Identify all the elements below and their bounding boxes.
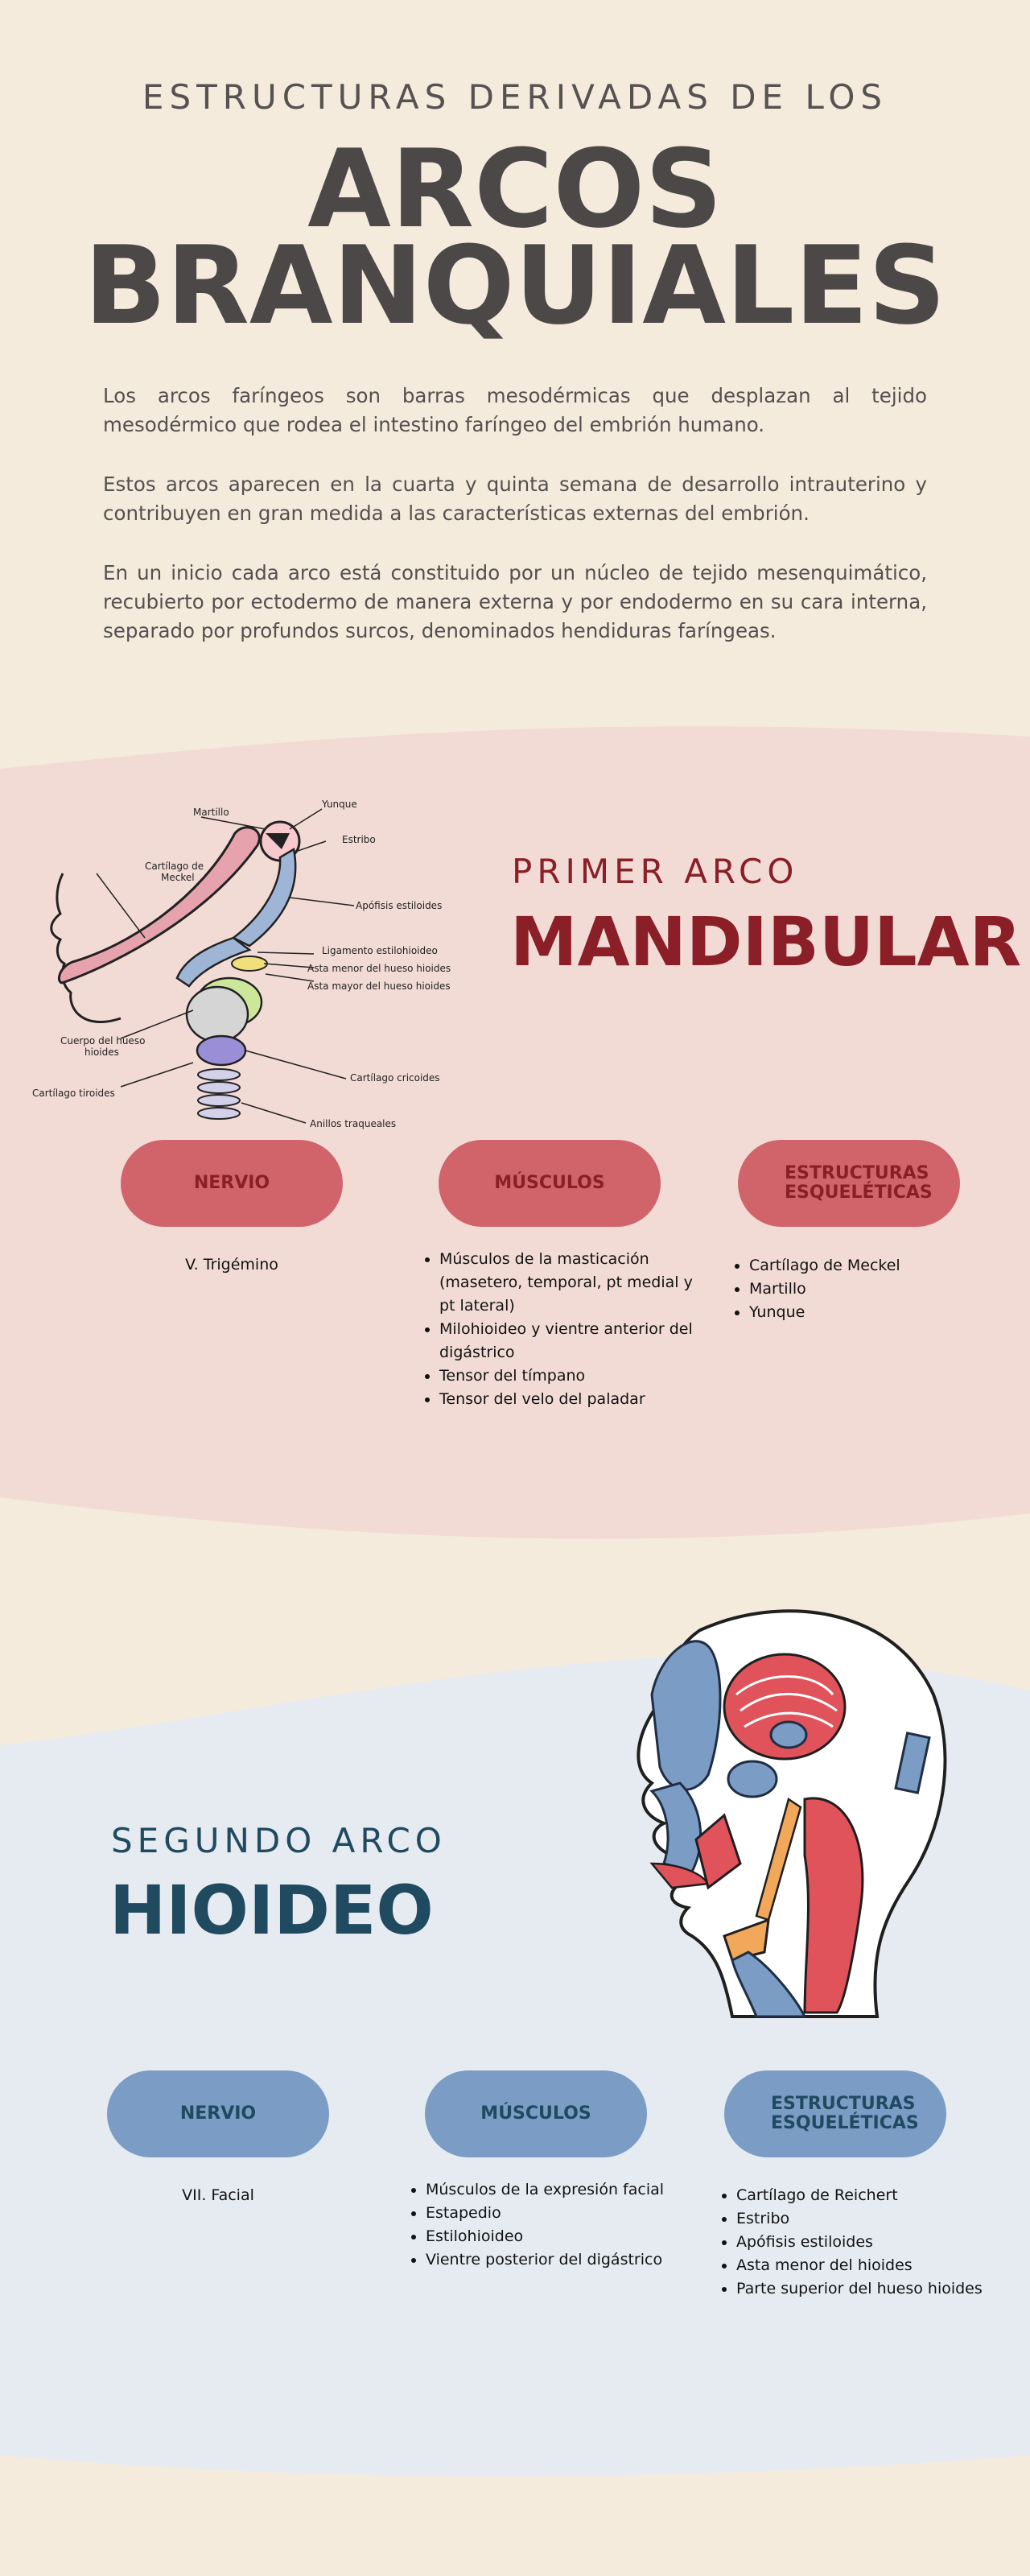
arch2-musculos-list: Músculos de la expresión facial Estapedi… (406, 2178, 715, 2272)
label-cuerpo-2: hioides (84, 1046, 119, 1058)
list-item: Estapedio (426, 2202, 715, 2225)
arch2-title: HIOIDEO (109, 1871, 434, 1950)
label-cricoides: Cartílago cricoides (350, 1072, 440, 1084)
list-item: Apófisis estiloides (736, 2231, 1010, 2254)
label-ligamento: Ligamento estilohioideo (322, 945, 438, 956)
arch1-estructuras-pill: ESTRUCTURAS ESQUELÉTICAS (738, 1140, 960, 1227)
arch1-label: PRIMER ARCO (512, 852, 799, 891)
intro-paragraph-2: Estos arcos aparecen en la cuarta y quin… (103, 473, 927, 525)
label-asta-menor: Asta menor del hueso hioides (307, 963, 451, 974)
arch2-nervio-pill: NERVIO (107, 2070, 329, 2157)
arch2-estructuras-pill-label: ESTRUCTURAS ESQUELÉTICAS (771, 2094, 919, 2133)
list-item: Milohioideo y vientre anterior del digás… (439, 1318, 705, 1364)
arch1-nervio-value: V. Trigémino (185, 1256, 278, 1274)
label-estribo: Estribo (342, 834, 376, 845)
header-kicker: ESTRUCTURAS DERIVADAS DE LOS (142, 77, 888, 117)
list-item: Parte superior del hueso hioides (736, 2277, 1010, 2301)
label-asta-mayor: Asta mayor del hueso hioides (307, 980, 451, 992)
list-item: Estribo (736, 2207, 1010, 2231)
arch2-musculos-pill: MÚSCULOS (425, 2070, 647, 2157)
label-meckel-2: Meckel (161, 872, 195, 883)
eye-blue (727, 1760, 778, 1798)
list-item: Tensor del tímpano (439, 1364, 705, 1388)
muscle-stripes (735, 1675, 838, 1728)
label-cuerpo-1: Cuerpo del hueso (60, 1035, 145, 1046)
thyroid-grey (185, 985, 249, 1043)
label-martillo: Martillo (193, 807, 229, 818)
ear-blue (769, 1720, 808, 1749)
title-line-1: ARCOS (307, 126, 723, 252)
intro-paragraph-1: Los arcos faríngeos son barras mesodérmi… (103, 384, 927, 436)
arch1-nervio-pill-label: NERVIO (193, 1173, 270, 1193)
hyoid-orange (723, 1918, 770, 1962)
arch1-title: MANDIBULAR (510, 902, 1022, 981)
mandibular-arch-diagram: Martillo Yunque Estribo Cartílago de Mec… (32, 799, 451, 1129)
list-item: Vientre posterior del digástrico (426, 2248, 715, 2272)
list-item: Cartílago de Meckel (749, 1254, 991, 1278)
sternocleido-red (803, 1797, 864, 2014)
incus (266, 833, 290, 849)
arch2-estructuras-pill: ESTRUCTURAS ESQUELÉTICAS (724, 2070, 946, 2157)
arch1-musculos-list: Músculos de la masticación (masetero, te… (420, 1248, 705, 1411)
leader-lines (96, 808, 355, 1124)
arch2-label: SEGUNDO ARCO (111, 1821, 447, 1860)
neck-blue (731, 1951, 807, 2018)
label-meckel-1: Cartílago de (145, 861, 204, 872)
arch1-nervio-pill: NERVIO (121, 1140, 343, 1227)
digastric-red (694, 1813, 742, 1890)
tracheal-rings (197, 1068, 241, 1120)
hyoid-yellow (231, 956, 268, 972)
label-anillos: Anillos traqueales (310, 1118, 396, 1129)
hyoid-blue (175, 936, 252, 988)
arch2-estructuras-list: Cartílago de Reichert Estribo Apófisis e… (717, 2184, 1010, 2301)
spine-blue (894, 1732, 931, 1794)
face-profile (50, 873, 122, 1023)
arch2-musculos-pill-label: MÚSCULOS (480, 2103, 591, 2124)
label-yunque: Yunque (321, 799, 357, 810)
label-tiroides: Cartílago tiroides (32, 1088, 115, 1099)
arch1-estructuras-list: Cartílago de Meckel Martillo Yunque (730, 1254, 991, 1324)
temporal-muscle (650, 1640, 722, 1791)
styloid-process (231, 848, 297, 947)
list-item: Cartílago de Reichert (736, 2184, 1010, 2207)
label-apofisis: Apófisis estiloides (356, 900, 442, 911)
list-item: Yunque (749, 1301, 991, 1324)
hyoid-arch-illustration (637, 1609, 947, 2018)
list-item: Asta menor del hioides (736, 2254, 1010, 2277)
list-item: Martillo (749, 1278, 991, 1301)
title-line-2: BRANQUIALES (84, 223, 946, 349)
intro-paragraph-3: En un inicio cada arco está constituido … (103, 561, 927, 642)
arch1-estructuras-pill-label: ESTRUCTURAS ESQUELÉTICAS (785, 1163, 933, 1203)
cricoid-purple (196, 1034, 247, 1067)
arch1-musculos-pill: MÚSCULOS (439, 1140, 661, 1227)
list-item: Tensor del velo del paladar (439, 1388, 705, 1411)
meckel-cartilage (57, 826, 261, 985)
arch1-musculos-pill-label: MÚSCULOS (494, 1173, 605, 1193)
list-item: Músculos de la expresión facial (426, 2178, 715, 2202)
arch2-nervio-pill-label: NERVIO (179, 2103, 257, 2124)
list-item: Músculos de la masticación (masetero, te… (439, 1248, 705, 1318)
arch2-nervio-value: VII. Facial (182, 2186, 254, 2204)
list-item: Estilohioideo (426, 2225, 715, 2248)
